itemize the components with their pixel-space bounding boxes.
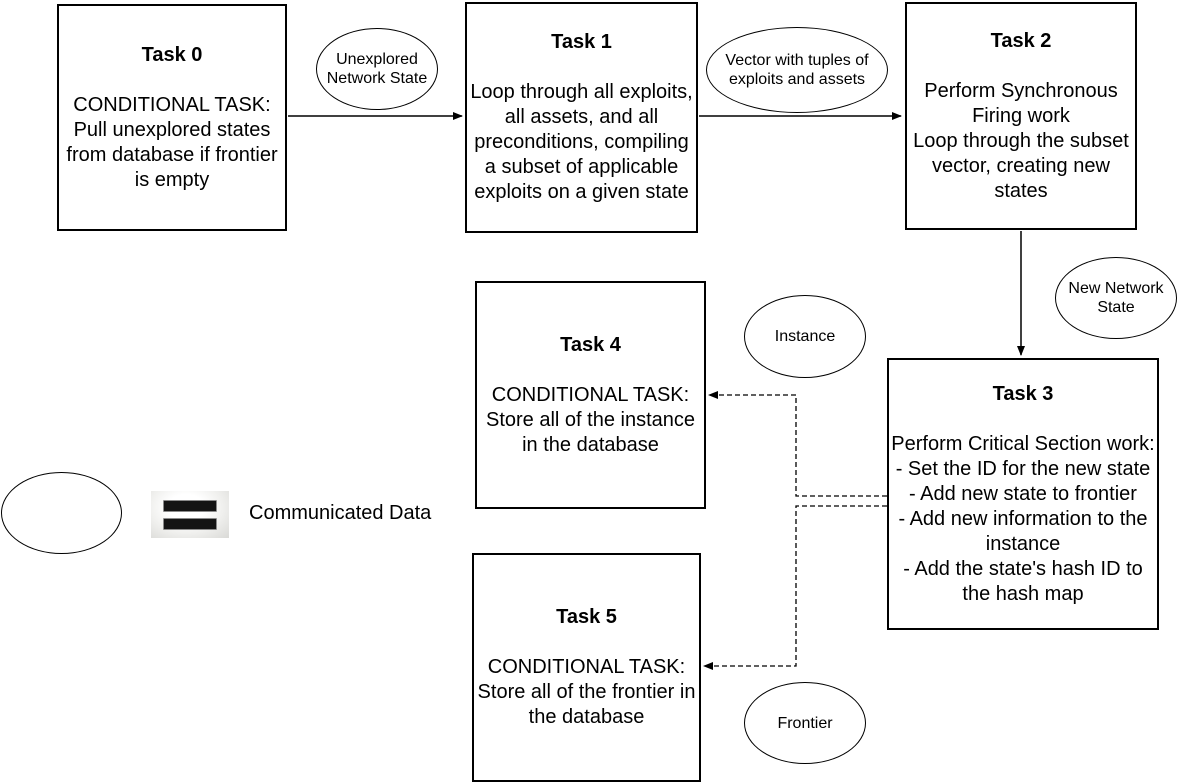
oval-label: New Network State xyxy=(1068,280,1164,316)
oval-frontier: Frontier xyxy=(744,682,866,764)
task-0-body: CONDITIONAL TASK: Pull unexplored states… xyxy=(66,93,278,191)
task-2-title: Task 2 xyxy=(990,29,1052,52)
task-4-box: Task 4 CONDITIONAL TASK: Store all of th… xyxy=(475,281,706,509)
task-1-title: Task 1 xyxy=(551,31,612,53)
dashed-arrow-task3-to-task4 xyxy=(708,391,887,497)
task-1-box: Task 1 Loop through all exploits, all as… xyxy=(465,2,698,233)
equals-bar-top xyxy=(163,499,217,512)
oval-label: Unexplored Network State xyxy=(326,51,428,87)
oval-unexplored-network-state: Unexplored Network State xyxy=(316,28,438,110)
equals-icon xyxy=(151,491,229,538)
task-3-box: Task 3 Perform Critical Section work: - … xyxy=(887,358,1159,630)
oval-label: Instance xyxy=(774,328,836,345)
task-3-body: Perform Critical Section work: - Set the… xyxy=(891,432,1155,605)
legend-label: Communicated Data xyxy=(249,502,432,524)
oval-new-network-state: New Network State xyxy=(1055,257,1177,339)
task-2-body: Perform Synchronous Firing work Loop thr… xyxy=(913,79,1129,202)
task-0-title: Task 0 xyxy=(141,43,203,66)
oval-instance: Instance xyxy=(744,295,866,378)
dashed-arrow-task3-to-task5 xyxy=(703,505,887,670)
task-3-title: Task 3 xyxy=(992,382,1054,405)
task-5-title: Task 5 xyxy=(556,606,617,628)
task-1-body: Loop through all exploits, all assets, a… xyxy=(470,81,693,203)
task-0-box: Task 0 CONDITIONAL TASK: Pull unexplored… xyxy=(57,4,287,231)
legend-oval-symbol xyxy=(1,472,122,554)
equals-bar-bottom xyxy=(163,517,217,530)
oval-label: Frontier xyxy=(777,714,833,732)
oval-label: Vector with tuples of exploits and asset… xyxy=(725,52,869,88)
task-5-box: Task 5 CONDITIONAL TASK: Store all of th… xyxy=(472,553,701,782)
task-4-title: Task 4 xyxy=(560,333,621,356)
task-5-body: CONDITIONAL TASK: Store all of the front… xyxy=(477,656,696,728)
task-2-box: Task 2 Perform Synchronous Firing work L… xyxy=(905,2,1137,230)
oval-vector-tuples: Vector with tuples of exploits and asset… xyxy=(706,27,888,113)
task-4-body: CONDITIONAL TASK: Store all of the insta… xyxy=(485,383,695,456)
